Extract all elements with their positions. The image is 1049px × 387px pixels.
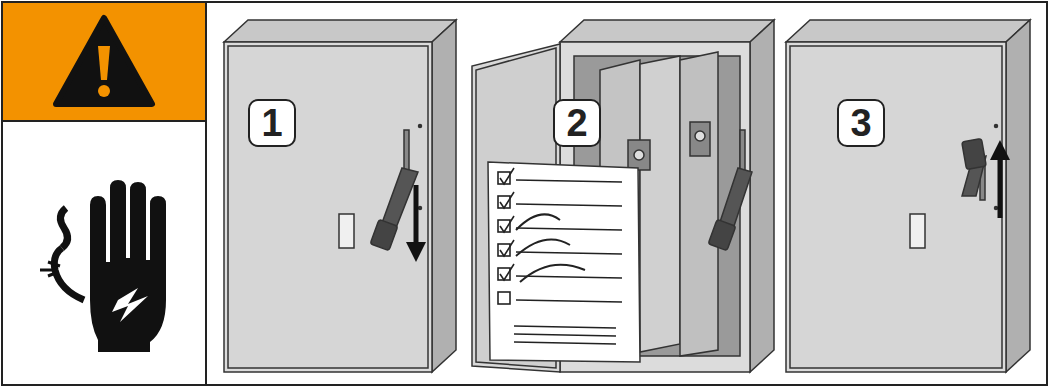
step-badge — [249, 100, 295, 146]
divider — [205, 2, 207, 385]
step-badge — [838, 100, 884, 146]
checklist — [488, 162, 640, 362]
electric-shock-icon — [40, 180, 166, 352]
warning-band — [3, 3, 205, 121]
callout-number: 3 — [839, 101, 883, 145]
down-arrow — [414, 185, 419, 252]
cabinet-closed — [786, 20, 1030, 372]
callout-number: 2 — [555, 101, 599, 145]
step-badge — [554, 100, 600, 146]
cabinet-closed — [224, 20, 456, 372]
divider — [3, 120, 206, 122]
callout-number: 1 — [250, 101, 294, 145]
up-arrow — [998, 150, 1003, 218]
cabinet-open — [472, 20, 774, 372]
warning-triangle — [56, 18, 152, 104]
